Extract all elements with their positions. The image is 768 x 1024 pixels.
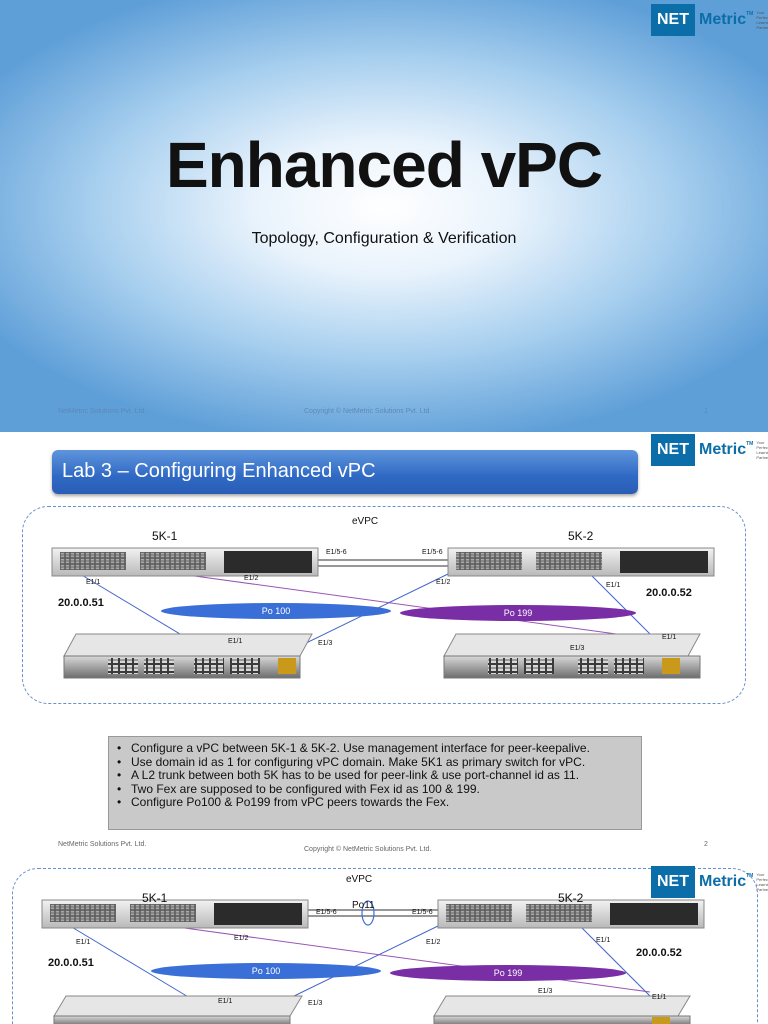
po199-label: Po 199	[494, 968, 523, 978]
port-label: E1/1	[662, 634, 677, 641]
link-5k1-fex100	[69, 925, 191, 999]
port-label: E1/1	[606, 582, 621, 589]
link-5k2-fex199	[589, 573, 661, 645]
ip-5k2: 20.0.0.52	[646, 587, 692, 599]
lab-slide: NET MetricTM Your Perfect Learning Partn…	[0, 432, 768, 860]
switch-5k2-label: 5K-2	[558, 891, 584, 905]
switch-5k1	[51, 547, 319, 577]
title-slide: NET MetricTM Your Perfect Learning Partn…	[0, 0, 768, 432]
topology-frame	[12, 868, 758, 1024]
logo-net: NET	[651, 434, 695, 466]
switch-5k2	[447, 547, 715, 577]
ip-5k1: 20.0.0.51	[58, 597, 104, 609]
po11-label: Po11	[352, 900, 375, 911]
switch-5k2	[437, 899, 705, 929]
ip-5k2: 20.0.0.52	[636, 947, 682, 959]
logo-tagline: Your Perfect Learning Partner	[756, 872, 768, 892]
port-label: E1/5-6	[412, 909, 433, 916]
port-label: E1/1	[86, 579, 101, 586]
footer-copyright: Copyright © NetMetric Solutions Pvt. Ltd…	[304, 846, 432, 853]
port-label: E1/2	[426, 939, 441, 946]
lab-task: Configure a vPC between 5K-1 & 5K-2. Use…	[117, 741, 641, 756]
logo-metric: MetricTM	[699, 11, 754, 28]
po100-label: Po 100	[262, 606, 291, 616]
evpc-label: eVPC	[346, 874, 372, 885]
logo-net: NET	[651, 4, 695, 36]
link-5k2-fex100	[289, 925, 439, 999]
port-label: E1/5-6	[316, 909, 337, 916]
lab-title: Lab 3 – Configuring Enhanced vPC	[62, 460, 376, 482]
evpc-label: eVPC	[352, 516, 378, 527]
lab-banner: Lab 3 – Configuring Enhanced vPC	[52, 450, 638, 494]
slide-subtitle: Topology, Configuration & Verification	[251, 230, 517, 247]
port-label: E1/2	[436, 579, 451, 586]
fex-199	[443, 633, 701, 679]
po11-ellipse	[361, 900, 375, 926]
port-label: E1/1	[596, 937, 611, 944]
netmetric-logo: NET MetricTM Your Perfect Learning Partn…	[651, 4, 768, 36]
topology-diagram: Po 100 Po 199	[51, 516, 715, 679]
lab-task: Two Fex are supposed to be configured wi…	[117, 782, 641, 797]
fex-100	[53, 995, 303, 1024]
po100-ellipse	[151, 963, 381, 979]
link-5k1-fex199	[169, 925, 651, 993]
po100-ellipse	[161, 603, 391, 619]
port-label: E1/3	[318, 640, 333, 647]
port-label: E1/1	[652, 994, 667, 1001]
footer-page-number: 1	[704, 408, 708, 415]
logo-tagline: Your Perfect Learning Partner	[756, 440, 768, 460]
lab-tasks-list: Configure a vPC between 5K-1 & 5K-2. Use…	[109, 737, 641, 810]
link-5k2-fex199	[579, 925, 651, 997]
switch-5k1-label: 5K-1	[152, 529, 178, 543]
port-label: E1/1	[218, 998, 233, 1005]
logo-metric: MetricTM	[699, 441, 754, 458]
ip-5k1: 20.0.0.51	[48, 957, 94, 969]
footer-company: NetMetric Solutions Pvt. Ltd.	[58, 408, 147, 415]
port-label: E1/5-6	[326, 549, 347, 556]
fex-199	[433, 995, 691, 1024]
port-label: E1/2	[234, 935, 249, 942]
port-label: E1/3	[538, 988, 553, 995]
lab-task: Configure Po100 & Po199 from vPC peers t…	[117, 795, 641, 810]
footer-copyright: Copyright © NetMetric Solutions Pvt. Ltd…	[304, 408, 432, 415]
topology-slide: NET MetricTM Your Perfect Learning Partn…	[0, 862, 768, 1024]
logo-metric: MetricTM	[699, 873, 754, 890]
port-label: E1/2	[244, 575, 259, 582]
link-5k1-fex199	[179, 573, 661, 641]
port-label: E1/3	[570, 645, 585, 652]
port-label: E1/5-6	[422, 549, 443, 556]
switch-5k1-label: 5K-1	[142, 891, 168, 905]
logo-tagline: Your Perfect Learning Partner	[756, 10, 768, 30]
topology-diagram: Po 100 Po 199 eVPC Po11 5K-1 5K-2 20.0.0…	[41, 874, 705, 1024]
slide-title: Enhanced vPC	[165, 129, 603, 201]
po199-ellipse	[400, 605, 636, 621]
port-label: E1/3	[308, 1000, 323, 1007]
lab-task: Use domain id as 1 for configuring vPC d…	[117, 755, 641, 770]
port-label: E1/1	[76, 939, 91, 946]
lab-task: A L2 trunk between both 5K has to be use…	[117, 768, 641, 783]
footer-page-number: 2	[704, 841, 708, 848]
switch-5k1	[41, 899, 309, 929]
po199-label: Po 199	[504, 608, 533, 618]
netmetric-logo: NET MetricTM Your Perfect Learning Partn…	[651, 866, 768, 898]
lab-tasks-box: Configure a vPC between 5K-1 & 5K-2. Use…	[108, 736, 642, 830]
logo-net: NET	[651, 866, 695, 898]
fex-100	[63, 633, 313, 679]
footer-company: NetMetric Solutions Pvt. Ltd.	[58, 841, 147, 848]
po199-ellipse	[390, 965, 626, 981]
po100-label: Po 100	[252, 966, 281, 976]
topology-frame	[22, 506, 746, 704]
port-label: E1/1	[228, 638, 243, 645]
switch-5k2-label: 5K-2	[568, 529, 594, 543]
netmetric-logo: NET MetricTM Your Perfect Learning Partn…	[651, 434, 768, 466]
